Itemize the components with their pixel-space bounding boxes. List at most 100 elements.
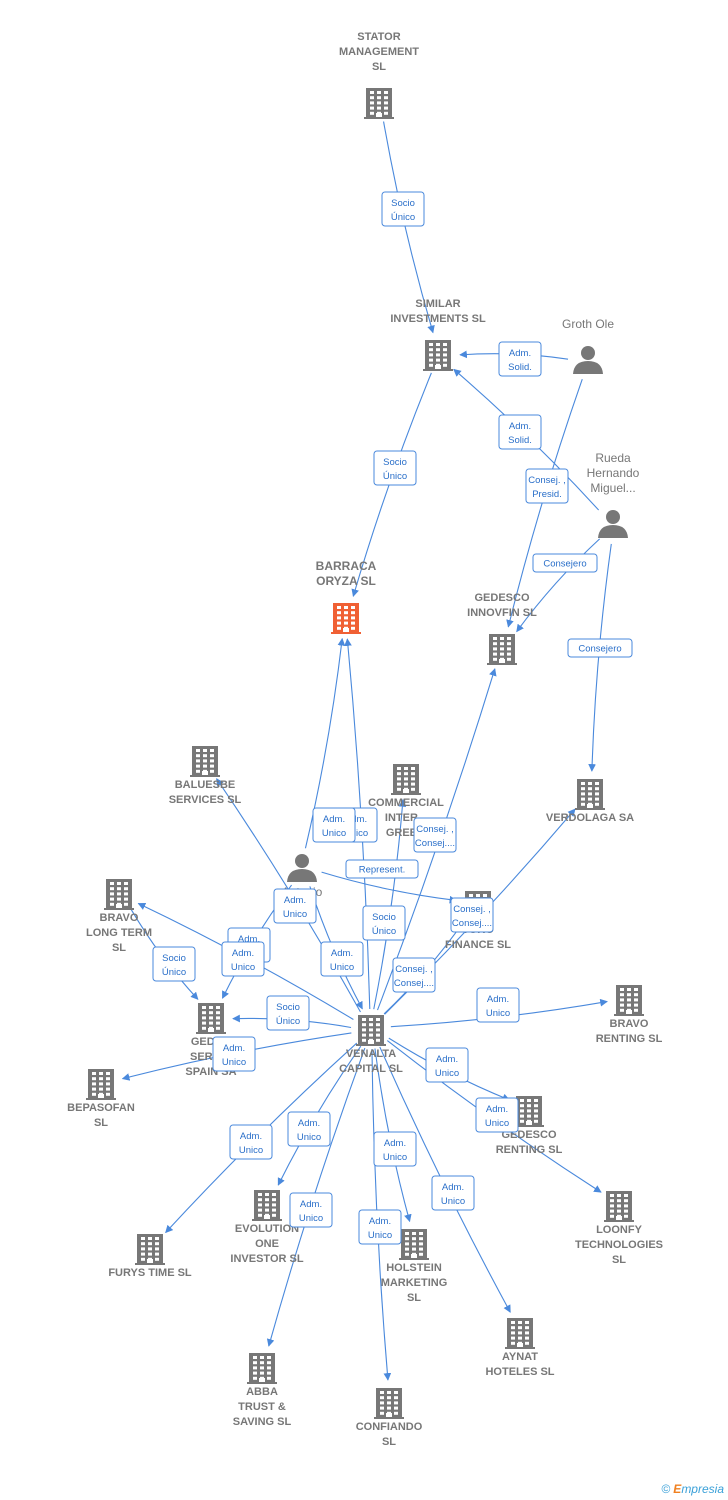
edge-label-text: Consejero [543,559,586,570]
edge-label-text: Adm. [486,1104,508,1115]
edge-label[interactable]: Adm.Unico [475,1097,519,1133]
node-commercial[interactable]: COMMERCIALINTER...GREE... [368,764,444,839]
edge-antonio-barraca [304,637,346,849]
edge-label-text: Único [391,212,415,223]
edge-label[interactable]: Consej. ,Consej.... [392,957,436,993]
node-label: VENALTA [346,1048,396,1060]
building-icon [86,1069,116,1100]
edge-label[interactable]: Adm.Unico [289,1192,333,1228]
building-icon [575,779,605,810]
edge-label-text: Unico [344,828,368,839]
node-label: BALUESBE [175,779,236,791]
edge-label[interactable]: Adm.Unico [373,1131,417,1167]
edge-label[interactable]: Consej. ,Consej.... [413,817,457,853]
edge-label-box [373,450,417,486]
edge-label-text: Adm. [509,348,531,359]
building-icon [487,634,517,665]
edge-label-text: Adm. [240,1131,262,1142]
edge-stator-similar [383,121,435,334]
brand-initial: E [673,1482,682,1496]
edge-label[interactable]: Adm.Unico [312,807,356,843]
edge-label-box [373,1131,417,1167]
edge-label-text: Consej.... [394,978,434,989]
node-label: INNOVFIN SL [467,607,537,619]
edge-label[interactable]: Adm.Solid. [498,341,542,377]
edge-label[interactable]: Adm.Unico [229,1124,273,1160]
edge-label-text: Socio [276,1002,300,1013]
edge-label[interactable]: Adm.Unico [358,1209,402,1245]
node-label: SL [94,1117,108,1129]
edge-label-text: Socio [162,953,186,964]
edge-label-text: Socio [383,457,407,468]
edge-label[interactable]: Represent. [345,859,419,879]
edge-label[interactable]: Consejero [532,553,598,573]
edge-label-box [266,995,310,1031]
edge-label-text: Consej. , [453,904,491,915]
footer-brand: ©Empresia [661,1482,724,1496]
edge-label-text: Socio [391,198,415,209]
node-label: LONG TERM [86,927,152,939]
edge-rueda-verdolaga [588,543,612,772]
edge-label-box [287,1111,331,1147]
edge-label[interactable]: Adm.Unico [273,888,317,924]
node-label: FINANCE SL [445,939,511,951]
node-furys[interactable]: FURYS TIME SL [108,1234,192,1279]
edge-venalta-commercial [373,799,407,1010]
edge-label[interactable]: Adm.Unico [431,1175,475,1211]
building-icon [190,746,220,777]
edge-label-box [362,905,406,941]
node-label: ABBA [246,1386,278,1398]
edge-label-text: Unico [330,962,354,973]
node-label: MARKETING [381,1277,448,1289]
edge-label-box [450,897,494,933]
node-label: SERVICES SL [169,794,242,806]
building-icon [604,1191,634,1222]
edge-label[interactable]: Adm.Unico [476,987,520,1023]
edge-label[interactable]: Consej. ,Presid. [525,468,569,504]
edge-rueda-gedinnov [516,538,601,633]
node-baluesbe[interactable]: BALUESBE SERVICES SL [169,746,242,806]
edge-label-text: Unico [368,1230,392,1241]
edge-label-text: Unico [283,909,307,920]
node-label: EVOLUTION [235,1223,299,1235]
edge-label[interactable]: Adm.Solid. [498,414,542,450]
edge-label[interactable]: Consej. ,Consej.... [450,897,494,933]
node-label: SL [612,1254,626,1266]
edge-label-text: Unico [441,1196,465,1207]
edge-label[interactable]: Consejero [567,638,633,658]
node-label: FURYS TIME SL [108,1267,192,1279]
building-icon [104,879,134,910]
node-groth[interactable]: Groth Ole [562,317,614,374]
edge-label[interactable]: Adm.Unico [221,941,265,977]
edge-label[interactable]: Adm.Unico [287,1111,331,1147]
node-label: Miguel... [590,481,635,495]
node-verdolaga[interactable]: VERDOLAGA SA [546,779,634,824]
edge-label-text: Adm. [345,814,367,825]
edge-label[interactable]: Adm.Unico [425,1047,469,1083]
edge-label[interactable]: Adm.Unico [212,1036,256,1072]
edge-label[interactable]: Adm.Unico [320,941,364,977]
node-rueda[interactable]: RuedaHernandoMiguel... [587,451,640,538]
edge-label-box [312,807,356,843]
